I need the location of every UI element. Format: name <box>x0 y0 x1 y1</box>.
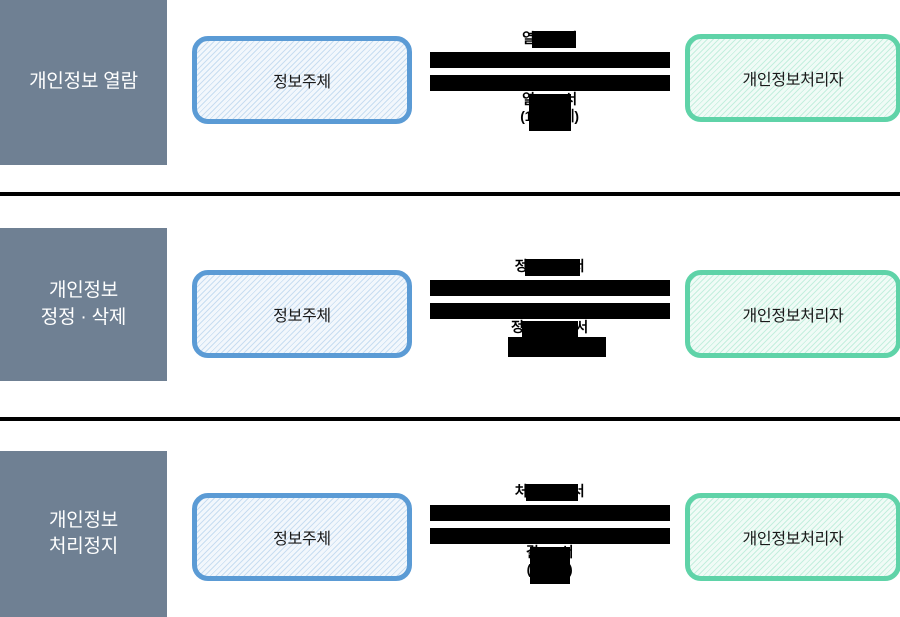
diagram-row-correction-deletion: 개인정보 정정 · 삭제 정보주체 정▮▮▮▮▮▮서 정▮▮▮▮▮▮▮서 개인정… <box>0 196 900 419</box>
flow-caption-top: 정▮▮▮▮▮▮서 <box>422 258 677 276</box>
row-stage: 정보주체 정▮▮▮▮▮▮서 정▮▮▮▮▮▮▮서 개인정보처리자 <box>167 196 900 419</box>
actor-label-data-subject: 정보주체 <box>273 74 331 91</box>
arrow-forward-redacted <box>429 504 670 521</box>
actor-box-data-controller: 개인정보처리자 <box>685 34 900 122</box>
flow-caption-top: 열▮▮▮▮서 <box>422 30 677 48</box>
redaction-block <box>528 93 571 131</box>
category-label: 개인정보 정정 · 삭제 <box>40 280 127 328</box>
diagram-row-access: 개인정보 열람 정보주체 열▮▮▮▮서 열▮▮▮▮서 (1▮▮▮▮제) 개인정보… <box>0 0 900 194</box>
redaction-block <box>531 31 576 48</box>
row-stage: 정보주체 처▮▮▮▮▮▮서 결▮▮▮서 (1▮▮▮▮) 개인정보처리자 <box>167 421 900 617</box>
category-block-processing-suspension: 개인정보 처리정지 <box>0 451 167 617</box>
actor-box-data-subject: 정보주체 <box>192 270 412 358</box>
arrow-back-redacted <box>429 527 670 544</box>
actor-label-data-subject: 정보주체 <box>273 531 331 548</box>
section-divider-1 <box>0 192 900 196</box>
category-label: 개인정보 열람 <box>29 71 138 93</box>
category-label: 개인정보 처리정지 <box>48 509 119 557</box>
arrow-forward-redacted <box>429 279 670 296</box>
section-divider-2 <box>0 417 900 421</box>
flow-group: 열▮▮▮▮서 열▮▮▮▮서 (1▮▮▮▮제) <box>422 30 677 131</box>
category-block-correction-deletion: 개인정보 정정 · 삭제 <box>0 228 167 381</box>
arrow-forward-redacted <box>429 51 670 68</box>
arrow-back-redacted <box>429 74 670 91</box>
diagram-row-processing-suspension: 개인정보 처리정지 정보주체 처▮▮▮▮▮▮서 결▮▮▮서 (1▮▮▮▮) 개인… <box>0 421 900 617</box>
redaction-block <box>524 259 580 276</box>
row-stage: 정보주체 열▮▮▮▮서 열▮▮▮▮서 (1▮▮▮▮제) 개인정보처리자 <box>167 0 900 194</box>
actor-label-data-controller: 개인정보처리자 <box>742 308 844 325</box>
arrow-back-redacted <box>429 302 670 319</box>
redaction-block <box>521 320 578 337</box>
actor-box-data-controller: 개인정보처리자 <box>685 493 900 581</box>
actor-box-data-subject: 정보주체 <box>192 493 412 581</box>
flow-caption-bottom: 열▮▮▮▮서 (1▮▮▮▮제) <box>422 91 677 131</box>
flow-group: 처▮▮▮▮▮▮서 결▮▮▮서 (1▮▮▮▮) <box>422 483 677 584</box>
redaction-block <box>529 546 570 584</box>
actor-label-data-controller: 개인정보처리자 <box>742 531 844 548</box>
flow-caption-bottom: 정▮▮▮▮▮▮▮서 <box>422 319 677 357</box>
actor-box-data-subject: 정보주체 <box>192 36 412 124</box>
flow-caption-top: 처▮▮▮▮▮▮서 <box>422 483 677 501</box>
flow-caption-bottom: 결▮▮▮서 (1▮▮▮▮) <box>422 544 677 584</box>
redaction-block <box>525 484 578 501</box>
category-block-access: 개인정보 열람 <box>0 0 167 165</box>
actor-box-data-controller: 개인정보처리자 <box>685 270 900 358</box>
actor-label-data-subject: 정보주체 <box>273 308 331 325</box>
redaction-block <box>507 336 606 357</box>
flow-group: 정▮▮▮▮▮▮서 정▮▮▮▮▮▮▮서 <box>422 258 677 357</box>
actor-label-data-controller: 개인정보처리자 <box>742 72 844 89</box>
